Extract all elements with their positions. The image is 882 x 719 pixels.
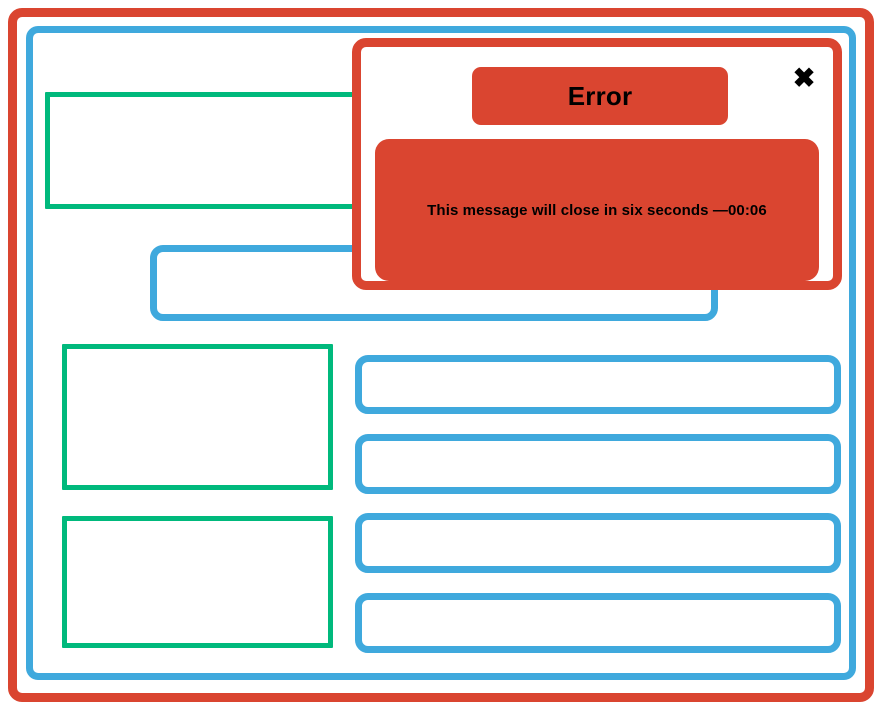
modal-title: Error	[472, 67, 728, 125]
panel-blue-right-1[interactable]	[355, 355, 841, 414]
panel-blue-right-2[interactable]	[355, 434, 841, 494]
panel-blue-right-3[interactable]	[355, 513, 841, 573]
modal-body: This message will close in six seconds —…	[375, 139, 819, 281]
error-modal: Error ✖ This message will close in six s…	[352, 38, 842, 290]
modal-message-text: This message will close in six seconds —…	[427, 201, 767, 219]
close-icon[interactable]: ✖	[787, 61, 821, 95]
panel-green-left-2[interactable]	[62, 516, 333, 648]
panel-blue-right-4[interactable]	[355, 593, 841, 653]
panel-green-left-1[interactable]	[62, 344, 333, 490]
modal-header: Error ✖	[361, 47, 833, 132]
